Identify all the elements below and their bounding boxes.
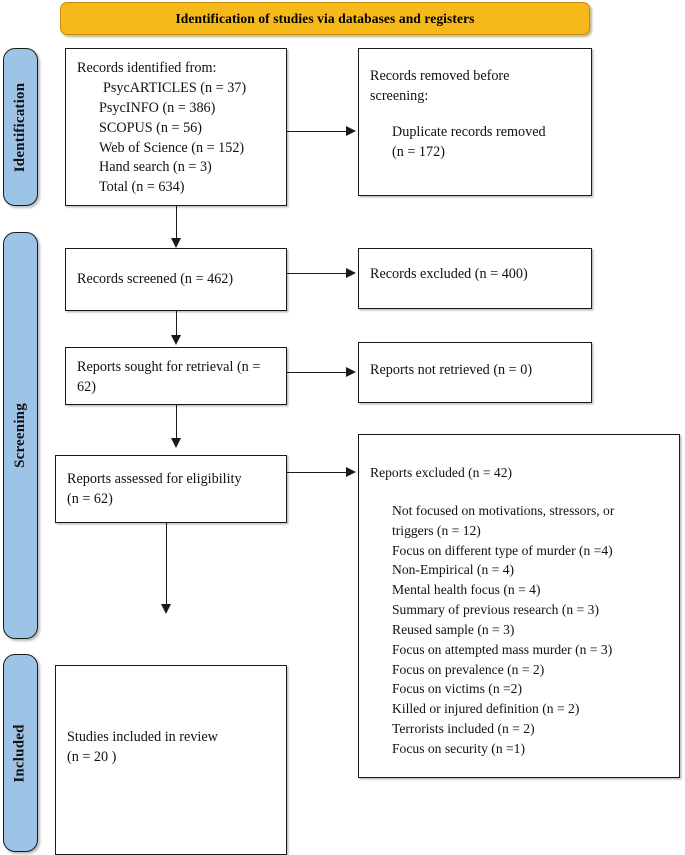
records-excluded-label: Records excluded (n = 400) [370, 266, 528, 282]
arrowhead-sought-to-not-retrieved [346, 367, 356, 377]
box-reports-excluded: Reports excluded (n = 42) Not focused on… [358, 434, 680, 778]
arrowhead-screened-to-sought [171, 335, 181, 345]
reports-excluded-reason: Mental health focus (n = 4) [392, 582, 541, 598]
reports-not-retrieved-label: Reports not retrieved (n = 0) [370, 362, 533, 378]
reports-excluded-reason: Focus on prevalence (n = 2) [392, 661, 545, 677]
records-identified-source: PsycINFO (n = 386) [99, 99, 216, 116]
connector-assessed-to-reports-excluded [287, 472, 346, 473]
connector-identified-to-removed [287, 131, 346, 132]
reports-excluded-reason: Non-Empirical (n = 4) [392, 562, 515, 578]
studies-included-line-2: (n = 20 ) [67, 748, 117, 765]
arrowhead-assessed-to-reports-excluded [346, 467, 356, 477]
reports-excluded-heading: Reports excluded (n = 42) [370, 465, 513, 480]
reports-excluded-reason: Terrorists included (n = 2) [392, 721, 535, 737]
reports-excluded-reason: triggers (n = 12) [392, 522, 481, 538]
box-records-removed: Records removed before screening: Duplic… [358, 48, 592, 196]
stage-label-identification: Identification [12, 82, 28, 172]
box-records-excluded: Records excluded (n = 400) [358, 248, 592, 309]
spacer [370, 483, 671, 501]
stage-pill-identification: Identification [3, 48, 38, 206]
reports-excluded-reason: Summary of previous research (n = 3) [392, 602, 599, 618]
records-identified-source: Hand search (n = 3) [99, 159, 212, 176]
reports-excluded-reason: Focus on victims (n =2) [392, 681, 523, 697]
box-records-identified: Records identified from: PsycARTICLES (n… [65, 48, 287, 206]
reports-excluded-reason: Focus on security (n =1) [392, 740, 526, 756]
connector-screened-to-sought [176, 311, 177, 341]
records-identified-heading: Records identified from: [77, 60, 217, 76]
connector-identified-to-screened [176, 206, 177, 242]
reports-excluded-reason: Focus on attempted mass murder (n = 3) [392, 641, 613, 657]
records-removed-detail-1: Duplicate records removed [392, 123, 546, 140]
stage-label-included: Included [12, 723, 29, 783]
arrowhead-identified-to-screened [171, 238, 181, 248]
reports-sought-line-2: 62) [77, 378, 96, 395]
reports-assessed-line-1: Reports assessed for eligibility [67, 471, 242, 487]
box-records-screened: Records screened (n = 462) [65, 248, 287, 311]
arrowhead-sought-to-assessed [171, 438, 181, 448]
records-removed-detail-2: (n = 172) [392, 143, 445, 160]
stage-pill-included: Included [3, 654, 38, 852]
reports-excluded-reason: Killed or injured definition (n = 2) [392, 701, 580, 717]
reports-excluded-reason: Reused sample (n = 3) [392, 621, 515, 637]
connector-sought-to-assessed [176, 405, 177, 443]
box-studies-included: Studies included in review (n = 20 ) [55, 665, 287, 855]
stage-label-screening: Screening [12, 403, 29, 468]
arrowhead-identified-to-removed [346, 126, 356, 136]
studies-included-line-1: Studies included in review [67, 729, 218, 745]
stage-pill-screening: Screening [3, 232, 38, 639]
records-identified-source: SCOPUS (n = 56) [99, 119, 202, 136]
box-reports-assessed: Reports assessed for eligibility (n = 62… [55, 455, 287, 523]
connector-assessed-to-included [166, 523, 167, 608]
records-identified-source: Total (n = 634) [99, 179, 185, 196]
records-screened-label: Records screened (n = 462) [77, 271, 234, 287]
header-banner-title: Identification of studies via databases … [175, 10, 475, 26]
arrowhead-assessed-to-included [161, 604, 171, 614]
header-banner: Identification of studies via databases … [60, 2, 590, 35]
reports-excluded-reason: Not focused on motivations, stressors, o… [392, 502, 615, 518]
records-removed-heading-2: screening: [370, 87, 429, 104]
box-reports-not-retrieved: Reports not retrieved (n = 0) [358, 342, 592, 403]
connector-screened-to-excluded [287, 273, 346, 274]
records-removed-heading-1: Records removed before [370, 68, 510, 84]
connector-sought-to-not-retrieved [287, 372, 346, 373]
spacer [370, 107, 583, 123]
records-identified-source: Web of Science (n = 152) [99, 139, 245, 156]
records-identified-source: PsycARTICLES (n = 37) [103, 79, 247, 96]
reports-sought-line-1: Reports sought for retrieval (n = [77, 359, 261, 375]
box-reports-sought: Reports sought for retrieval (n = 62) [65, 347, 287, 405]
arrowhead-screened-to-excluded [346, 268, 356, 278]
reports-assessed-line-2: (n = 62) [67, 490, 113, 507]
reports-excluded-reason: Focus on different type of murder (n =4) [392, 542, 613, 558]
